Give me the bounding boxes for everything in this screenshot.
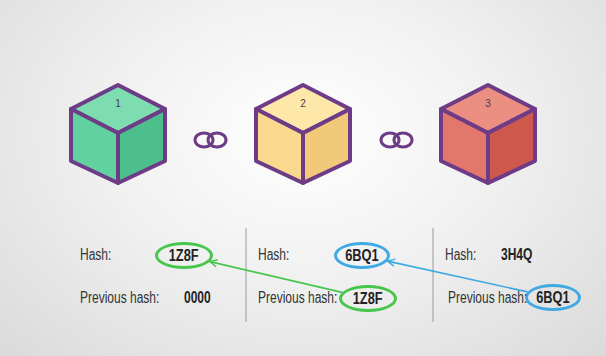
cube-illustration (68, 82, 168, 186)
hash-value: 1Z8F (169, 247, 199, 265)
link-arrow (388, 261, 528, 292)
cube-right-face (303, 109, 350, 183)
hash-oval: 1Z8F (155, 242, 213, 269)
hash-value: 6BQ1 (536, 289, 569, 307)
cube-illustration (438, 82, 538, 186)
column-divider (246, 228, 247, 322)
block-cube: 1 (68, 82, 168, 186)
cube-left-face (256, 109, 303, 183)
chain-link (381, 133, 412, 147)
block-number: 1 (68, 98, 168, 110)
field-label: Previous hash: (448, 289, 527, 307)
block-cube: 2 (253, 82, 353, 186)
hash-oval: 6BQ1 (334, 242, 390, 269)
chain-link (195, 133, 226, 147)
field-label: Previous hash: (258, 289, 337, 307)
field-label: Previous hash: (80, 289, 159, 307)
field-label: Hash: (258, 246, 289, 264)
hash-value: 1Z8F (353, 290, 383, 308)
cube-left-face (441, 109, 488, 183)
hash-value: 3H4Q (501, 246, 532, 264)
field-label: Hash: (80, 246, 111, 264)
hash-oval: 6BQ1 (525, 284, 581, 311)
field-label: Hash: (445, 246, 476, 264)
cube-illustration (253, 82, 353, 186)
column-divider (433, 228, 434, 322)
hash-value: 0000 (184, 289, 211, 307)
block-number: 2 (253, 98, 353, 110)
cube-left-face (71, 109, 118, 183)
hash-value: 6BQ1 (345, 247, 378, 265)
block-number: 3 (438, 98, 538, 110)
link-arrow (210, 262, 342, 293)
cube-right-face (118, 109, 165, 183)
block-cube: 3 (438, 82, 538, 186)
cube-right-face (488, 109, 535, 183)
hash-oval: 1Z8F (339, 285, 397, 312)
